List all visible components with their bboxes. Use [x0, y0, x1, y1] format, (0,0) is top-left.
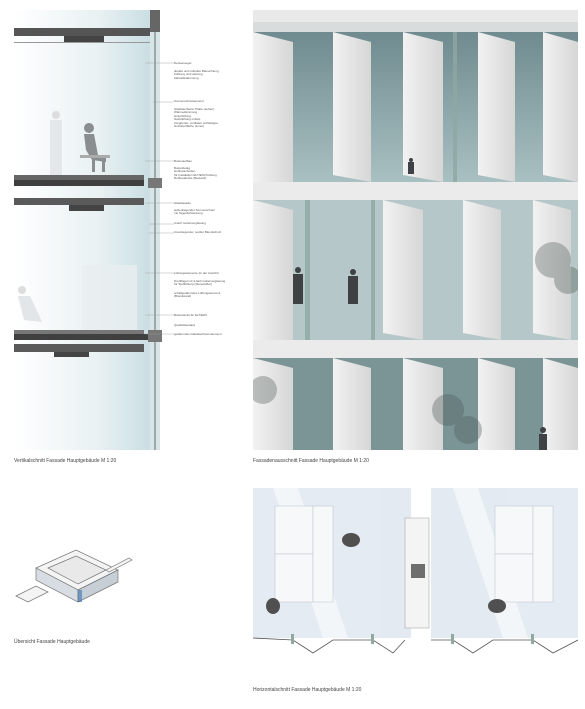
- facade-elevation-render: [253, 10, 578, 450]
- vertical-section-drawing: [14, 10, 164, 450]
- overview-isometric-diagram: [14, 540, 134, 620]
- annotation-acoustic-ventilation: schallgedämmtes Lüftungselement (Brandwa…: [174, 291, 221, 299]
- annotation-floor-tanks: Bodentanks für ELT/EDV: [174, 313, 208, 317]
- annotation-sunshade-element: Sonnenschutzelement: [174, 99, 204, 103]
- overview-caption: Übersicht Fassade Hauptgebäude: [14, 639, 90, 645]
- annotation-pivot-window: Drehflügel mit 3-fach Isolierverglasung …: [174, 279, 226, 287]
- annotation-floor-build-up: Bodenaufbau: [174, 159, 192, 163]
- annotation-triple-glazing: 3-fach Isolierverglasung: [174, 221, 206, 225]
- annotation-ventilation-elements: Lüftungselemente (in der Ansicht): [174, 271, 219, 275]
- horizontal-section-caption: Horizontalschnitt Fassade Hauptgebäude M…: [253, 687, 362, 693]
- annotation-external-sunshade: außenliegender Sonnenschutz mit Tageslic…: [174, 208, 215, 216]
- annotation-floor-layers: Bodenbelag Hohlraumboden für Installatio…: [174, 166, 217, 181]
- annotation-insulated-element: gedämmtes Glasfaserbetonelement: [174, 332, 222, 336]
- annotation-glare-protection: innenliegender, textiler Blendschutz: [174, 230, 222, 234]
- annotation-panel-layers: Glasfaserbeton Platte (außen) Wärmedämmu…: [174, 107, 219, 129]
- annotation-glass-facade: Glasfassade: [174, 201, 191, 205]
- annotation-leader-lines: [145, 62, 174, 335]
- vertical-section-caption: Vertikalschnitt Fassade Hauptgebäude M 1…: [14, 458, 117, 464]
- annotation-ceiling-sail: Deckensegel: [174, 61, 192, 65]
- facade-elevation-caption: Fassadenausschnitt Fassade Hauptgebäude …: [253, 458, 369, 464]
- annotation-lighting: direkte und indirekte Beleuchtung Kühlun…: [174, 69, 219, 80]
- annotation-air-outlet: Quellluftauslass: [174, 323, 196, 327]
- horizontal-section-drawing: [253, 488, 578, 668]
